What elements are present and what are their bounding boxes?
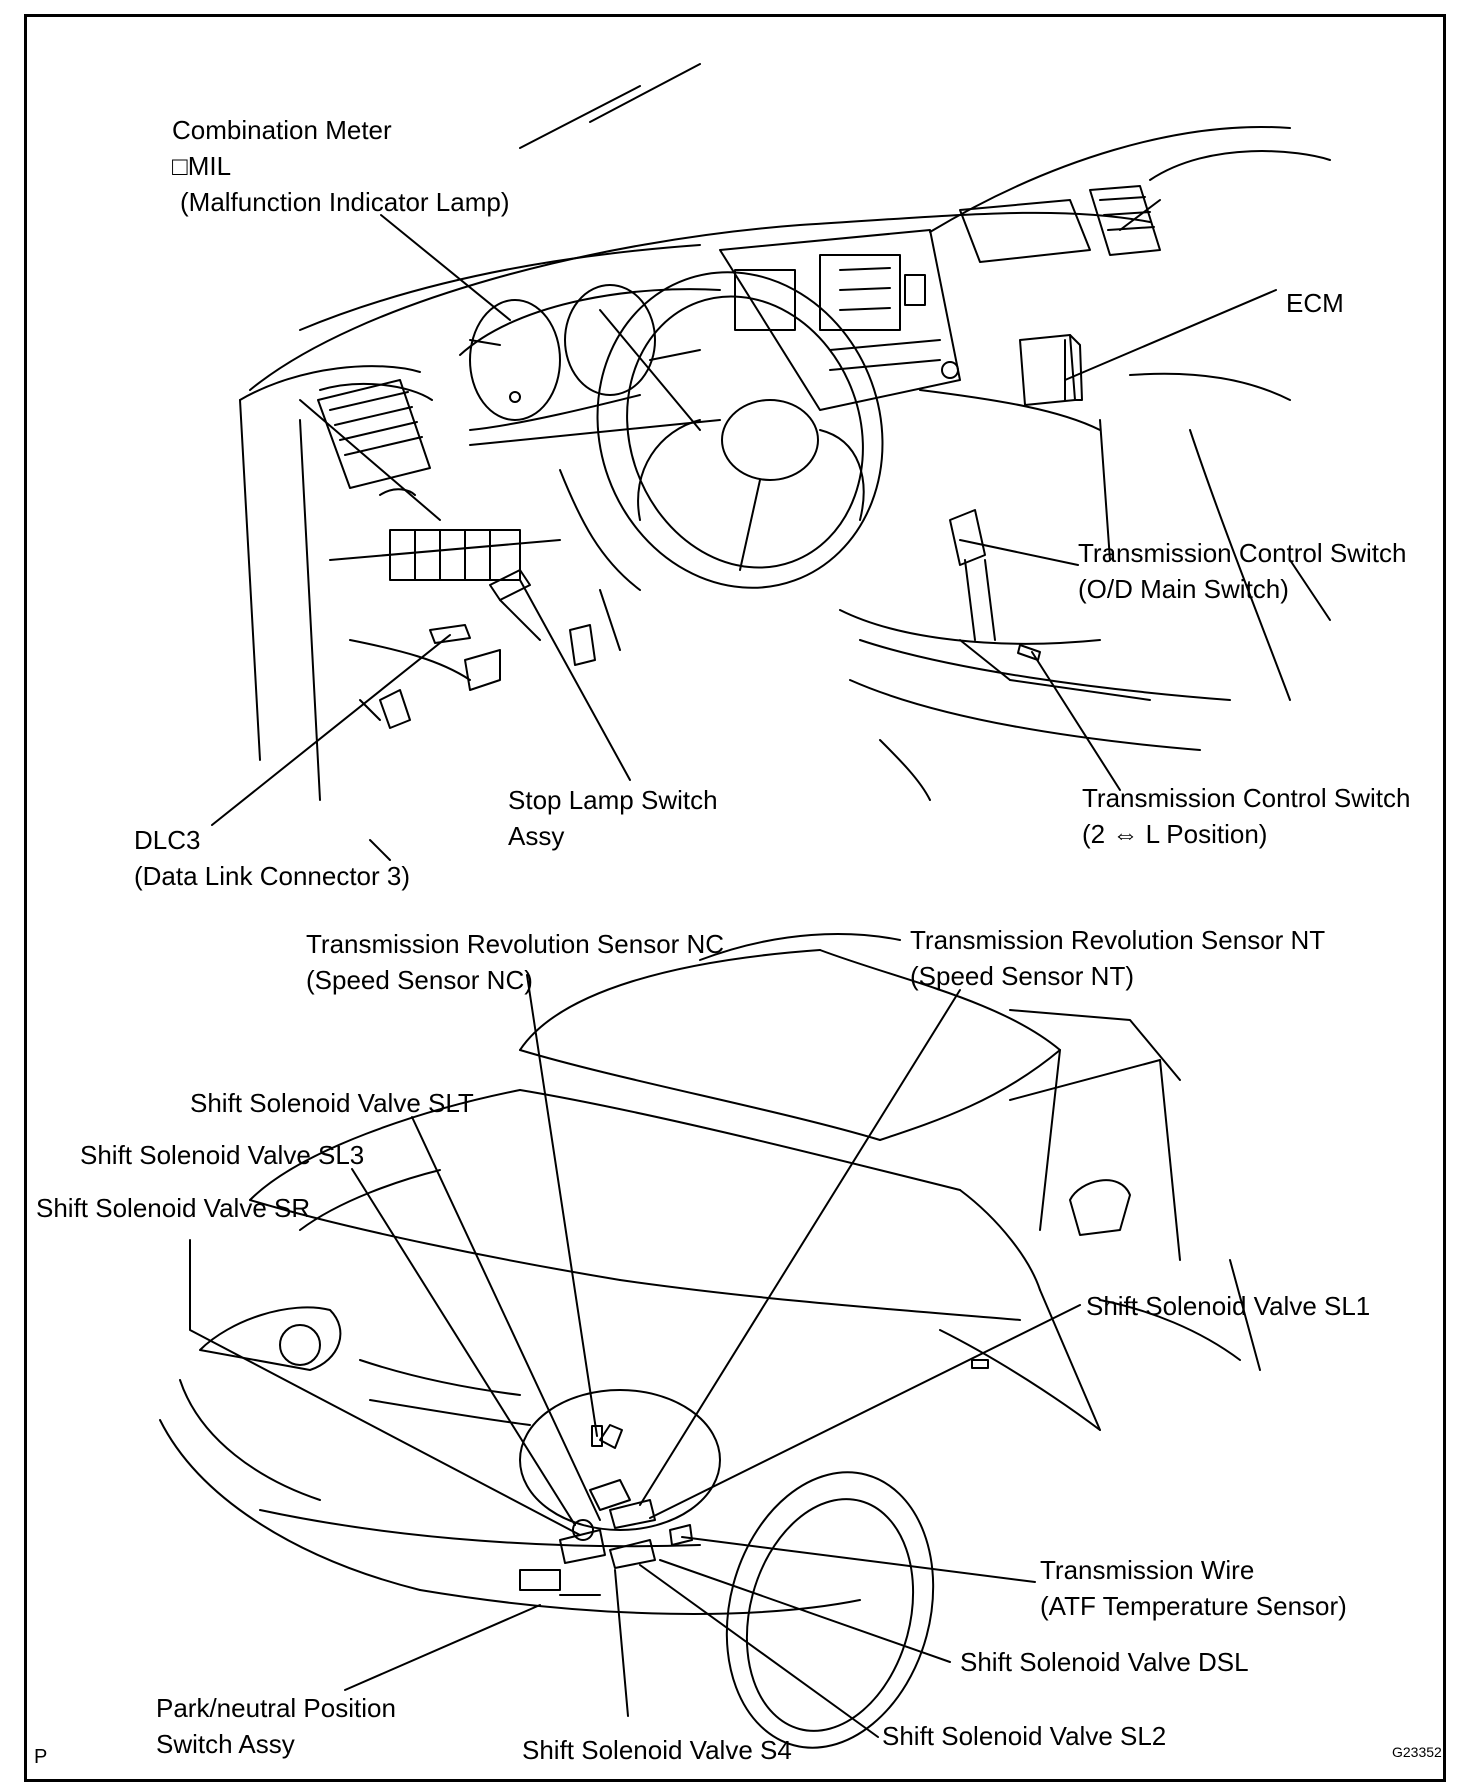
label-line: (O/D Main Switch)	[1078, 574, 1289, 604]
label-valve-dsl: Shift Solenoid Valve DSL	[960, 1647, 1249, 1677]
label-line: (Malfunction Indicator Lamp)	[180, 187, 510, 217]
label-line: (ATF Temperature Sensor)	[1040, 1591, 1347, 1621]
label-line: Transmission Revolution Sensor NC	[306, 929, 725, 959]
leader-valve-sl2	[639, 1564, 879, 1738]
car-drawing	[159, 933, 1261, 1749]
leader-ecm	[1064, 289, 1277, 381]
label-line: Transmission Control Switch	[1082, 783, 1411, 813]
dashboard-drawing	[239, 63, 1331, 861]
diagram-frame	[24, 14, 1446, 1782]
label-line: Combination Meter	[172, 115, 392, 145]
label-line: Assy	[508, 821, 565, 851]
leader-dlc3	[211, 634, 451, 826]
leader-sensor-nt	[639, 989, 961, 1506]
label-line: (Speed Sensor NC)	[306, 965, 533, 995]
label-line: (2 ⇔ L Position)	[1082, 819, 1268, 849]
leader-valve-sr	[189, 1239, 581, 1536]
label-line: Switch Assy	[156, 1729, 295, 1759]
corner-letter: P	[34, 1746, 48, 1768]
label-valve-sl1: Shift Solenoid Valve SL1	[1086, 1291, 1371, 1321]
label-line: DLC3	[134, 825, 201, 855]
leader-tcs-2l	[1031, 651, 1121, 791]
leader-valve-slt	[411, 1116, 601, 1521]
label-sensor-nc: Transmission Revolution Sensor NC (Speed…	[306, 926, 724, 998]
leader-lines	[189, 214, 1277, 1738]
label-valve-sr: Shift Solenoid Valve SR	[36, 1193, 311, 1223]
leader-stop-lamp	[519, 579, 631, 781]
label-park-neutral: Park/neutral Position Switch Assy	[156, 1690, 396, 1762]
label-valve-sl3: Shift Solenoid Valve SL3	[80, 1140, 365, 1170]
label-line: (Data Link Connector 3)	[134, 861, 411, 891]
label-line: Transmission Revolution Sensor NT	[910, 925, 1326, 955]
leader-valve-sl3	[351, 1168, 576, 1526]
leader-sensor-nc	[526, 974, 598, 1437]
label-line: Transmission Wire	[1040, 1555, 1255, 1585]
label-sensor-nt: Transmission Revolution Sensor NT (Speed…	[910, 922, 1325, 994]
leader-combination-meter	[380, 214, 511, 321]
leader-trans-wire	[681, 1536, 1036, 1583]
label-tcs-od: Transmission Control Switch (O/D Main Sw…	[1078, 535, 1406, 607]
label-line: Park/neutral Position	[156, 1693, 396, 1723]
label-line: (Speed Sensor NT)	[910, 961, 1134, 991]
leader-valve-sl1	[649, 1304, 1081, 1519]
leader-valve-dsl	[659, 1559, 951, 1663]
figure-code: G23352	[1392, 1744, 1442, 1760]
leader-valve-s4	[614, 1569, 629, 1717]
leader-park-neutral	[344, 1604, 541, 1691]
label-stop-lamp: Stop Lamp Switch Assy	[508, 782, 718, 854]
label-line: □MIL	[172, 151, 232, 181]
label-valve-slt: Shift Solenoid Valve SLT	[190, 1088, 474, 1118]
label-valve-s4: Shift Solenoid Valve S4	[522, 1735, 792, 1765]
label-valve-sl2: Shift Solenoid Valve SL2	[882, 1721, 1167, 1751]
label-trans-wire: Transmission Wire (ATF Temperature Senso…	[1040, 1552, 1347, 1624]
leader-tcs-od	[959, 539, 1079, 566]
label-ecm: ECM	[1286, 288, 1344, 318]
label-line: Stop Lamp Switch	[508, 785, 718, 815]
label-combination-meter: Combination Meter □MIL (Malfunction Indi…	[172, 112, 509, 220]
label-dlc3: DLC3 (Data Link Connector 3)	[134, 822, 410, 894]
label-line: Transmission Control Switch	[1078, 538, 1407, 568]
label-tcs-2l: Transmission Control Switch (2 ⇔ L Posit…	[1082, 780, 1410, 852]
